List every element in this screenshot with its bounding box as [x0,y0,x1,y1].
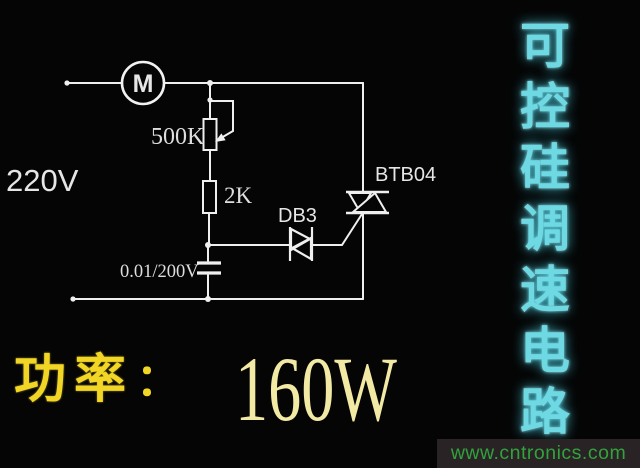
side-title-char: 速 [520,262,570,318]
power-caption-value: 160W [235,338,397,440]
wire-diac-to-gate [312,213,363,246]
resistor-body [202,180,217,214]
side-title-char: 可 [520,18,570,74]
watermark-strip: www.cntronics.com [437,439,640,468]
diac-symbol [288,227,314,261]
label-capacitor: 0.01/200V [120,262,199,282]
label-potentiometer: 500K [151,124,205,150]
junction-dot-top [207,80,213,86]
power-caption: 功率 ： 160W [14,343,460,435]
triac-triangle-up [350,191,388,213]
diac-triangle-left [289,236,313,261]
side-title-char: 控 [520,79,570,135]
junction-dots [64,80,213,302]
motor-label: M [133,70,154,98]
triac-symbol [346,190,389,215]
potentiometer-symbol [202,118,226,151]
power-caption-prefix: 功率 [14,352,135,409]
junction-dot-gate-node [205,242,211,248]
junction-dot-bottom [205,296,211,302]
junction-dot-wiper [207,97,213,103]
wire-wiper-loop [209,100,234,132]
label-diac: DB3 [278,205,317,227]
terminal-dot-top-left [64,80,70,86]
side-title-char: 调 [520,201,570,257]
motor-circle [120,60,166,106]
label-source-voltage: 220V [6,163,79,198]
side-title-vertical: 可 控 硅 调 速 电 路 [509,16,581,443]
watermark-url: www.cntronics.com [450,442,627,464]
power-caption-colon: ： [136,356,181,405]
potentiometer-body [202,118,218,151]
label-triac: BTB04 [375,164,436,186]
motor-symbol: M [120,60,166,106]
wiper-arrowhead-icon [215,133,226,142]
capacitor-symbol [197,261,221,275]
label-resistor: 2K [224,183,253,208]
side-title-char: 硅 [520,140,570,196]
terminal-dot-bottom-left [70,296,76,302]
side-title-char: 电 [520,323,570,379]
side-title-char: 路 [520,384,570,440]
